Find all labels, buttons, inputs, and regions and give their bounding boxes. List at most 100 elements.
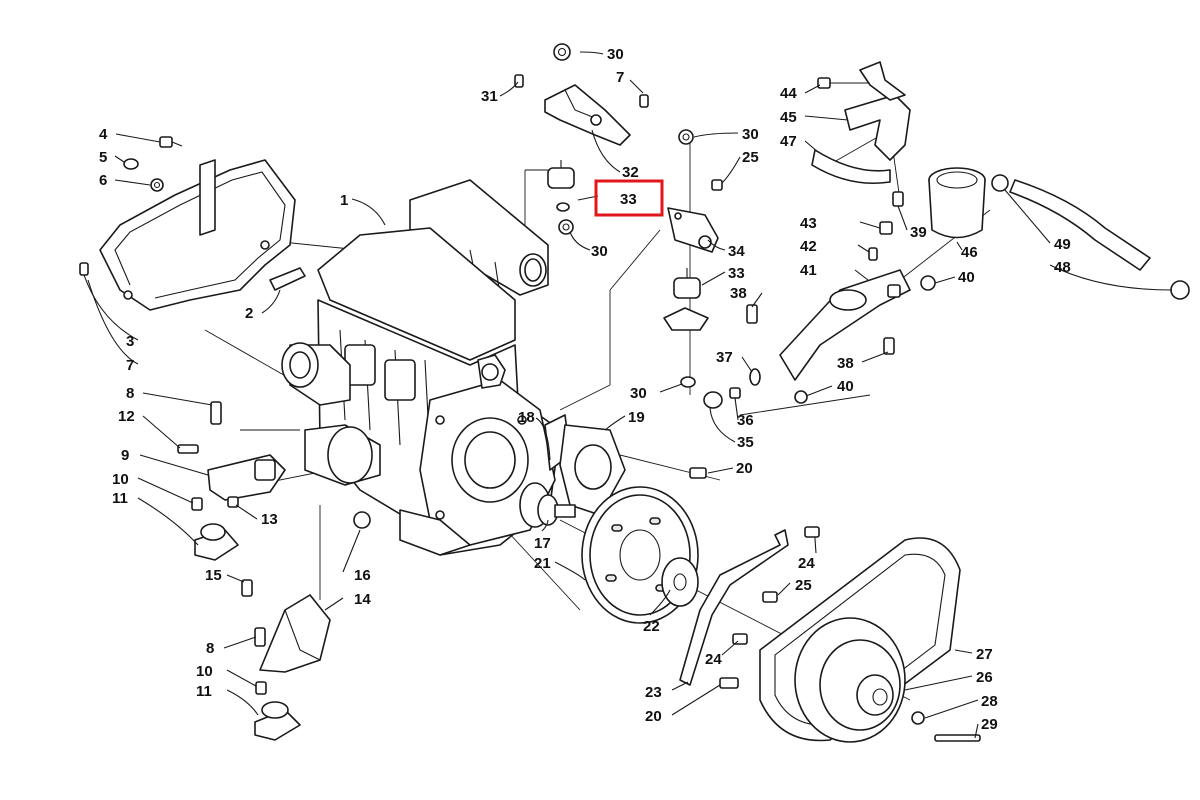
bolt-8-upper <box>210 401 222 425</box>
screw-42 <box>868 247 878 261</box>
bolt-10-lower <box>255 681 267 695</box>
clamp-47 <box>811 149 891 185</box>
callout-24: 24 <box>705 651 722 668</box>
rubber-mount-33-upper <box>547 160 575 212</box>
callout-20: 20 <box>645 708 662 725</box>
callout-14: 14 <box>354 591 371 608</box>
rubber-mount-11-upper <box>194 523 239 561</box>
callout-26: 26 <box>976 669 993 686</box>
callout-3: 3 <box>126 333 134 350</box>
callout-48: 48 <box>1054 259 1071 276</box>
callout-4: 4 <box>99 126 108 143</box>
callout-18: 18 <box>518 409 535 426</box>
washer-28 <box>911 711 925 725</box>
callout-47: 47 <box>780 133 797 150</box>
callout-numbers: 30 7 31 32 33 30 30 25 34 33 30 4 5 6 1 … <box>99 46 1071 733</box>
callout-13: 13 <box>261 511 278 528</box>
bolt-10-upper <box>191 497 203 511</box>
callout-20: 20 <box>736 460 753 477</box>
callout-8: 8 <box>126 385 134 402</box>
nut-6 <box>150 178 164 192</box>
bolt-15 <box>241 579 253 597</box>
callout-24: 24 <box>798 555 815 572</box>
callout-25: 25 <box>795 577 812 594</box>
callout-27: 27 <box>976 646 993 663</box>
nut-16 <box>353 511 371 529</box>
callout-45: 45 <box>780 109 797 126</box>
callout-7: 7 <box>616 69 624 86</box>
callout-12: 12 <box>118 408 135 425</box>
bolt-8-lower <box>254 627 266 647</box>
bolt-31 <box>514 74 524 88</box>
callout-7: 7 <box>126 357 134 374</box>
bolt-20-lower <box>719 677 739 689</box>
nut-30-top <box>553 43 571 61</box>
callout-28: 28 <box>981 693 998 710</box>
mount-bracket-9 <box>207 454 286 501</box>
callout-1: 1 <box>340 192 348 209</box>
fuel-filter-46 <box>928 167 986 239</box>
callout-10: 10 <box>112 471 129 488</box>
callout-46: 46 <box>961 244 978 261</box>
callout-17: 17 <box>534 535 551 552</box>
callout-43: 43 <box>800 215 817 232</box>
upper-engine-mount-bracket <box>544 84 631 146</box>
bolt-7-left <box>79 262 89 276</box>
bolt-24-lower <box>732 633 748 645</box>
drive-plate-22 <box>661 557 699 607</box>
callout-11: 11 <box>196 683 212 700</box>
nut-40-lower <box>794 390 808 404</box>
belt-guard-bracket <box>99 159 296 311</box>
callout-36: 36 <box>737 412 754 429</box>
callout-6: 6 <box>99 172 107 189</box>
bolt-12 <box>177 444 199 454</box>
callout-30: 30 <box>630 385 647 402</box>
washer-36 <box>729 387 741 399</box>
callout-30: 30 <box>607 46 624 63</box>
nut-40-upper <box>920 275 936 291</box>
bolt-38-upper <box>746 304 758 324</box>
nut-30-right-top <box>678 129 694 145</box>
clip-2 <box>269 267 306 291</box>
callout-15: 15 <box>205 567 222 584</box>
callout-35: 35 <box>737 434 754 451</box>
engine-block <box>281 179 561 556</box>
callout-33: 33 <box>728 265 745 282</box>
callout-49: 49 <box>1054 236 1071 253</box>
bracket-45 <box>844 61 911 161</box>
bolt-44 <box>817 77 870 89</box>
nut-30-under-mount <box>558 219 574 235</box>
callout-38: 38 <box>837 355 854 372</box>
bolt-13 <box>227 496 239 508</box>
callout-40: 40 <box>958 269 975 286</box>
bolt-29 <box>934 734 981 742</box>
nut-30-right-bottom <box>680 376 696 388</box>
callout-37: 37 <box>716 349 733 366</box>
bolt-20-upper <box>689 467 707 479</box>
bolt-25-upper <box>711 179 723 191</box>
drive-clutch-26 <box>794 617 906 743</box>
mount-bracket-34 <box>667 207 719 253</box>
bolt-7-top <box>639 94 649 108</box>
callout-31: 31 <box>481 88 498 105</box>
plug-43 <box>879 221 893 235</box>
callout-32: 32 <box>622 164 639 181</box>
rubber-mount-11-lower <box>254 701 301 741</box>
mount-bracket-14 <box>259 594 331 673</box>
washer-5 <box>123 158 139 170</box>
callout-23: 23 <box>645 684 662 701</box>
leader-lines <box>83 51 1173 739</box>
bolt-4 <box>159 136 183 148</box>
callout-41: 41 <box>800 262 817 279</box>
callout-5: 5 <box>99 149 107 166</box>
callout-16: 16 <box>354 567 371 584</box>
bracket-41 <box>779 269 911 381</box>
callout-40: 40 <box>837 378 854 395</box>
bolt-38-lower <box>883 337 895 355</box>
callout-22: 22 <box>643 618 660 635</box>
rubber-mount-33-lower <box>663 268 709 331</box>
callout-30: 30 <box>742 126 759 143</box>
spacer-35 <box>703 391 723 409</box>
callout-30: 30 <box>591 243 608 260</box>
hub-17 <box>519 482 576 528</box>
